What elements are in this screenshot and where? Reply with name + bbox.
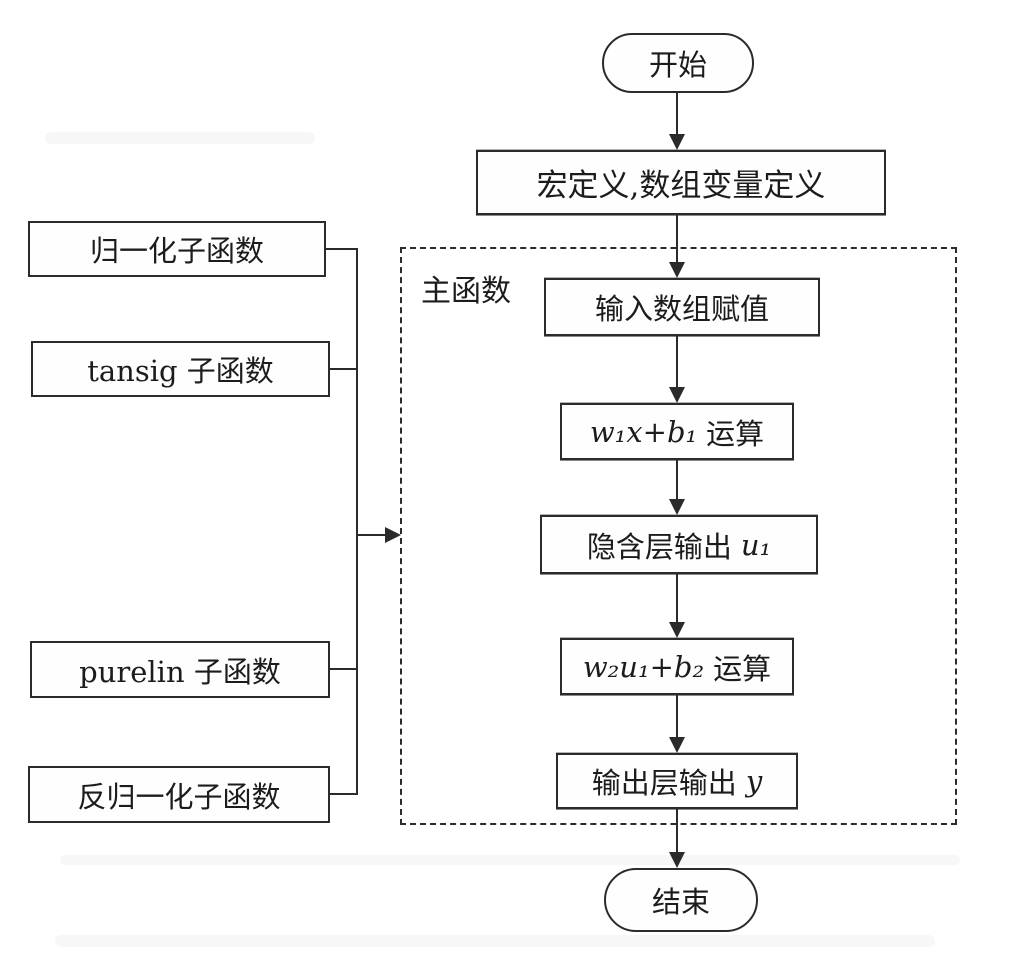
scan-artifact xyxy=(45,132,315,144)
subfunction-label: 反归一化子函数 xyxy=(77,779,281,814)
w2-formula: w₂u₁+b₂ xyxy=(582,649,705,684)
arrowhead-right-icon xyxy=(385,527,401,543)
input-array-node: 输入数组赋值 xyxy=(544,278,820,336)
main-function-region-label: 主函数 xyxy=(421,274,511,309)
arrowhead-down-icon xyxy=(669,387,685,403)
arrow-line xyxy=(676,336,678,387)
start-node-label: 开始 xyxy=(648,48,707,82)
output-layer-output-node: 输出层输出 y xyxy=(556,753,798,809)
macro-definition-label: 宏定义,数组变量定义 xyxy=(536,168,826,204)
hidden-layer-output-variable: u₁ xyxy=(740,527,772,562)
subfunction-label: tansig 子函数 xyxy=(87,354,274,388)
subfunction-box-denormalize: 反归一化子函数 xyxy=(28,766,330,823)
arrow-line xyxy=(676,215,678,262)
arrow-line xyxy=(676,460,678,499)
subfunction-bus-line xyxy=(356,248,358,795)
input-array-label: 输入数组赋值 xyxy=(594,292,769,326)
arrowhead-down-icon xyxy=(669,134,685,150)
scan-artifact xyxy=(60,855,960,865)
arrowhead-down-icon xyxy=(669,737,685,753)
w1-formula: w₁x+b₁ xyxy=(589,414,698,449)
output-layer-output-variable: y xyxy=(745,764,763,798)
arrow-line xyxy=(676,574,678,622)
output-layer-output-label: 输出层输出 xyxy=(591,766,737,800)
arrow-line xyxy=(676,93,678,136)
scan-artifact xyxy=(55,935,935,947)
subfunction-box-normalize: 归一化子函数 xyxy=(28,221,326,277)
connector-normalize xyxy=(326,248,356,250)
hidden-layer-output-label: 隐含层输出 xyxy=(586,529,732,564)
subfunction-box-purelin: purelin 子函数 xyxy=(30,641,330,698)
main-function-region xyxy=(400,247,957,825)
w1-operation-label: 运算 xyxy=(706,416,765,451)
subfunction-label: 归一化子函数 xyxy=(89,234,264,268)
connector-tansig xyxy=(330,368,356,370)
arrowhead-down-icon xyxy=(669,262,685,278)
subfunction-label: purelin 子函数 xyxy=(79,654,281,689)
subfunction-box-tansig: tansig 子函数 xyxy=(31,341,330,397)
connector-purelin xyxy=(330,668,356,670)
end-node: 结束 xyxy=(604,868,758,932)
start-node: 开始 xyxy=(602,33,754,93)
arrowhead-down-icon xyxy=(669,499,685,515)
arrow-line xyxy=(676,809,678,852)
w2-operation-label: 运算 xyxy=(713,651,772,686)
end-node-label: 结束 xyxy=(651,885,710,919)
arrow-line xyxy=(356,534,385,536)
arrowhead-down-icon xyxy=(669,852,685,868)
connector-denormalize xyxy=(330,793,356,795)
w1-operation-node: w₁x+b₁ 运算 xyxy=(560,403,794,460)
arrow-line xyxy=(676,695,678,737)
arrowhead-down-icon xyxy=(669,622,685,638)
hidden-layer-output-node: 隐含层输出 u₁ xyxy=(540,515,818,574)
macro-definition-node: 宏定义,数组变量定义 xyxy=(476,150,886,215)
w2-operation-node: w₂u₁+b₂ 运算 xyxy=(560,638,794,695)
